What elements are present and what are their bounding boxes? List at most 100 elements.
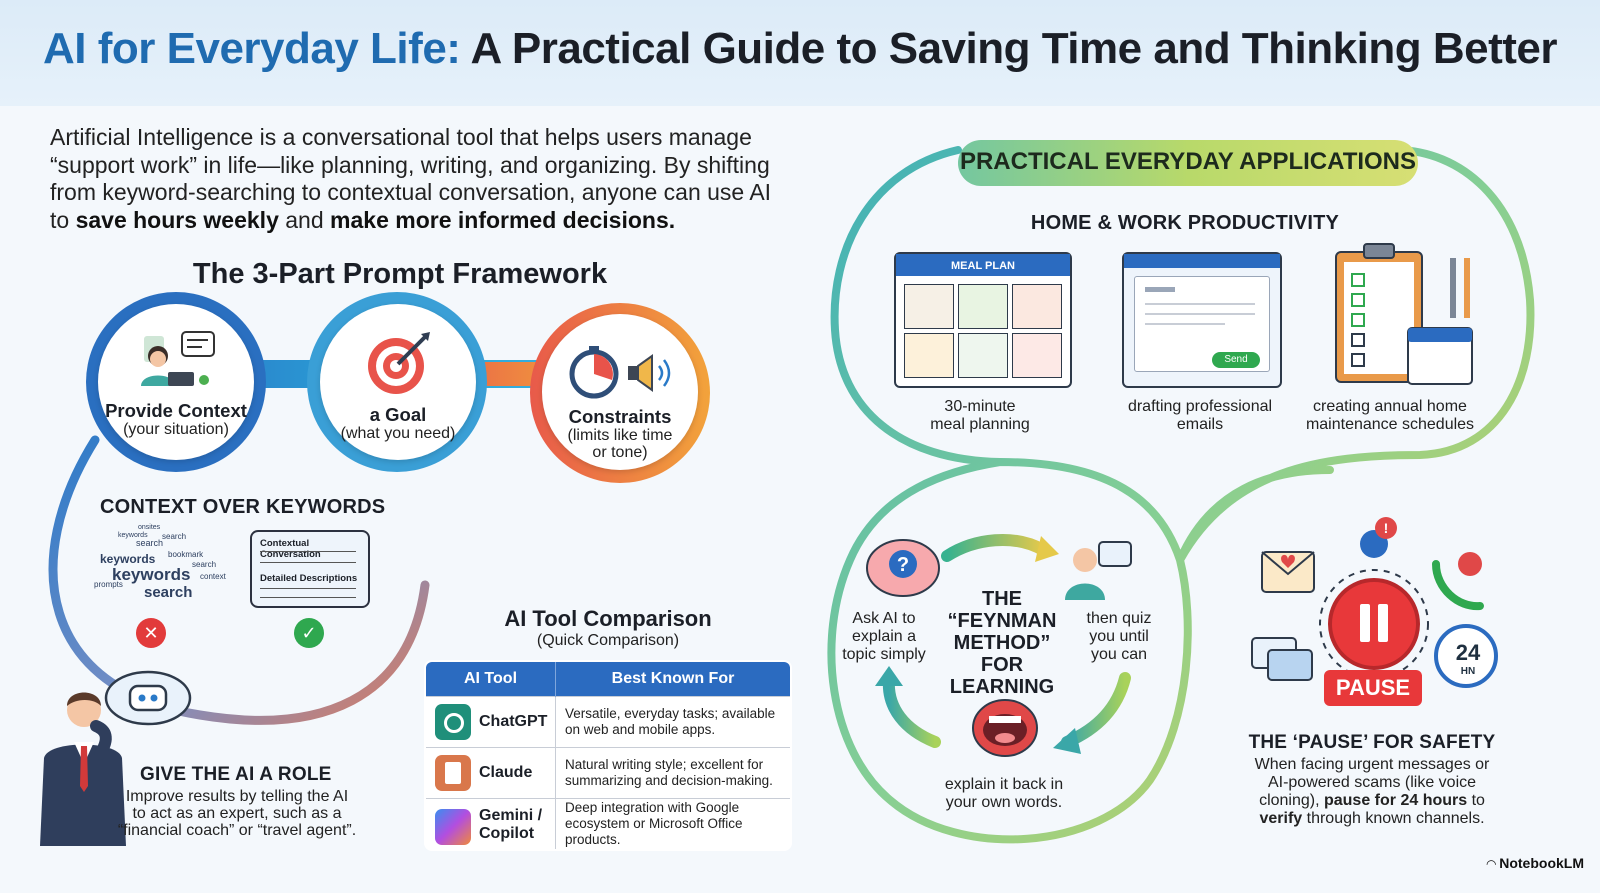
tool-name-line-1: Gemini / (479, 807, 543, 824)
title-highlight: AI for Everyday Life: (43, 24, 461, 73)
feynman-title-line: THE (982, 588, 1022, 610)
meal-cell (1012, 284, 1062, 329)
intro-bold-1: save hours weekly (75, 206, 279, 233)
comparison-title: AI Tool Comparison (504, 606, 712, 631)
table-row: Claude Natural writing style; excellent … (426, 747, 790, 799)
comparison-subtitle: (Quick Comparison) (536, 632, 680, 649)
chatgpt-icon (435, 704, 471, 740)
feynman-title-line: METHOD” (953, 632, 1051, 654)
tool-name-cell: Claude (426, 747, 556, 799)
feynman-bottom-text: explain it back in your own words. (920, 776, 1088, 812)
feynman-left-line: explain a (851, 628, 917, 645)
svg-text:!: ! (1384, 520, 1389, 536)
keyword-cloud: keywords search keywords search context … (88, 524, 238, 624)
role-line-2: to act as an expert, such as a (132, 805, 342, 822)
stopwatch-icon (569, 346, 671, 399)
tool-desc-line: ecosystem or Microsoft Office products. (565, 816, 743, 847)
email-label-1: drafting professional (1127, 398, 1273, 415)
feynman-title: THE “FEYNMAN METHOD” FOR LEARNING (930, 588, 1074, 698)
keyword-word: search (192, 560, 217, 569)
framework-goal-sub: (what you need) (340, 425, 456, 442)
tool-name: ChatGPT (479, 713, 548, 731)
businessman-robot-icon (40, 670, 192, 846)
framework-context-label: Provide Context (105, 400, 247, 421)
feynman-right-line: you can (1090, 646, 1148, 663)
role-title: GIVE THE AI A ROLE (140, 764, 332, 785)
framework-title: The 3-Part Prompt Framework (192, 258, 608, 290)
maintenance-label-2: maintenance schedules (1305, 416, 1475, 433)
keyword-word: prompts (94, 580, 123, 589)
check-icon: ✓ (294, 618, 324, 648)
clock-unit: HN (1460, 666, 1476, 677)
framework-constraints-sub2: or tone) (592, 444, 648, 461)
pause-bold: pause for 24 hours (1323, 792, 1468, 809)
framework-constraints-sub1: (limits like time (567, 427, 673, 444)
tool-comparison-table: AI Tool Best Known For ChatGPT Versatile… (424, 660, 792, 851)
tool-name-cell: Gemini /Copilot (426, 798, 556, 849)
pause-safety-diagram: ! (1251, 517, 1498, 688)
target-icon (368, 332, 430, 394)
keyword-word: keywords (100, 552, 156, 566)
role-line-3: “financial coach” or “travel agent”. (117, 822, 357, 839)
applications-title: PRACTICAL EVERYDAY APPLICATIONS (959, 148, 1417, 175)
role-line-1: Improve results by telling the AI (125, 788, 349, 805)
framework-constraints-label: Constraints (568, 406, 672, 427)
context-keywords-title: CONTEXT OVER KEYWORDS (100, 496, 386, 518)
pause-button: PAUSE (1324, 670, 1422, 706)
notebooklm-logo-icon: ◠ (1486, 857, 1500, 871)
productivity-title: HOME & WORK PRODUCTIVITY (1030, 212, 1340, 234)
intro-paragraph: Artificial Intelligence is a conversatio… (50, 124, 790, 234)
meal-plan-label-1: 30-minute (944, 398, 1016, 415)
tool-name-line-2: Copilot (479, 825, 535, 842)
keyword-word: search (162, 532, 187, 541)
email-window: Send (1122, 252, 1282, 388)
framework-context-card: Provide Context (your situation) (98, 304, 254, 460)
maintenance-label-1: creating annual home (1313, 398, 1467, 415)
meal-cell (904, 284, 954, 329)
feynman-right-line: you until (1089, 628, 1149, 645)
bubble-line-1: Contextual Conversation (260, 538, 321, 560)
meal-cell (958, 284, 1008, 329)
bubble-line-2: Detailed Descriptions (260, 573, 358, 584)
bubble-lines-divider (260, 588, 356, 598)
title-rest: A Practical Guide to Saving Time and Thi… (460, 24, 1558, 73)
table-row: ChatGPT Versatile, everyday tasks; avail… (426, 696, 790, 748)
tool-desc-line: summarizing and decision-making. (565, 773, 773, 788)
contextual-bubble: Contextual Conversation Detailed Descrip… (250, 530, 370, 608)
pause-line-4: verify through known channels. (1222, 810, 1522, 828)
brand-label: NotebookLM (1499, 855, 1584, 871)
page-title: AI for Everyday Life: A Practical Guide … (0, 24, 1600, 74)
feynman-cycle-diagram: ? (866, 534, 1132, 757)
meal-plan-calendar: MEAL PLAN (894, 252, 1072, 388)
bubble-lines-divider (260, 551, 356, 563)
feynman-right-text: then quiz you until you can (1074, 610, 1164, 664)
keyword-word: bookmark (168, 550, 204, 559)
tool-name: Claude (479, 764, 533, 782)
tool-name-cell: ChatGPT (426, 696, 556, 748)
framework-constraints-card: Constraints (limits like time or tone) (542, 314, 698, 470)
keyword-word: keywords (112, 565, 191, 584)
pause-title: THE ‘PAUSE’ FOR SAFETY (1248, 732, 1496, 753)
meal-grid (904, 284, 1062, 378)
tool-desc-line: Natural writing style; excellent for (565, 757, 764, 772)
meal-cell (904, 333, 954, 378)
table-row: Gemini /Copilot Deep integration with Go… (426, 798, 790, 849)
tool-desc-line: on web and mobile apps. (565, 722, 716, 737)
meal-plan-header: MEAL PLAN (896, 254, 1070, 276)
keyword-word: search (136, 538, 164, 548)
email-body (1134, 276, 1270, 372)
keyword-word: search (144, 584, 193, 601)
clock-number: 24 (1455, 640, 1481, 665)
keyword-word: keywords (118, 532, 148, 539)
svg-text:?: ? (897, 554, 909, 576)
feynman-title-line: FOR LEARNING (949, 654, 1055, 698)
pause-line-2: AI-powered scams (like voice (1267, 774, 1477, 791)
tool-desc-line: Versatile, everyday tasks; available (565, 706, 776, 721)
keyword-word: onsites (138, 524, 161, 531)
gemini-copilot-icon (435, 809, 471, 845)
framework-goal-card: a Goal (what you need) (320, 304, 476, 460)
pause-line-1: When facing urgent messages or (1254, 756, 1490, 773)
